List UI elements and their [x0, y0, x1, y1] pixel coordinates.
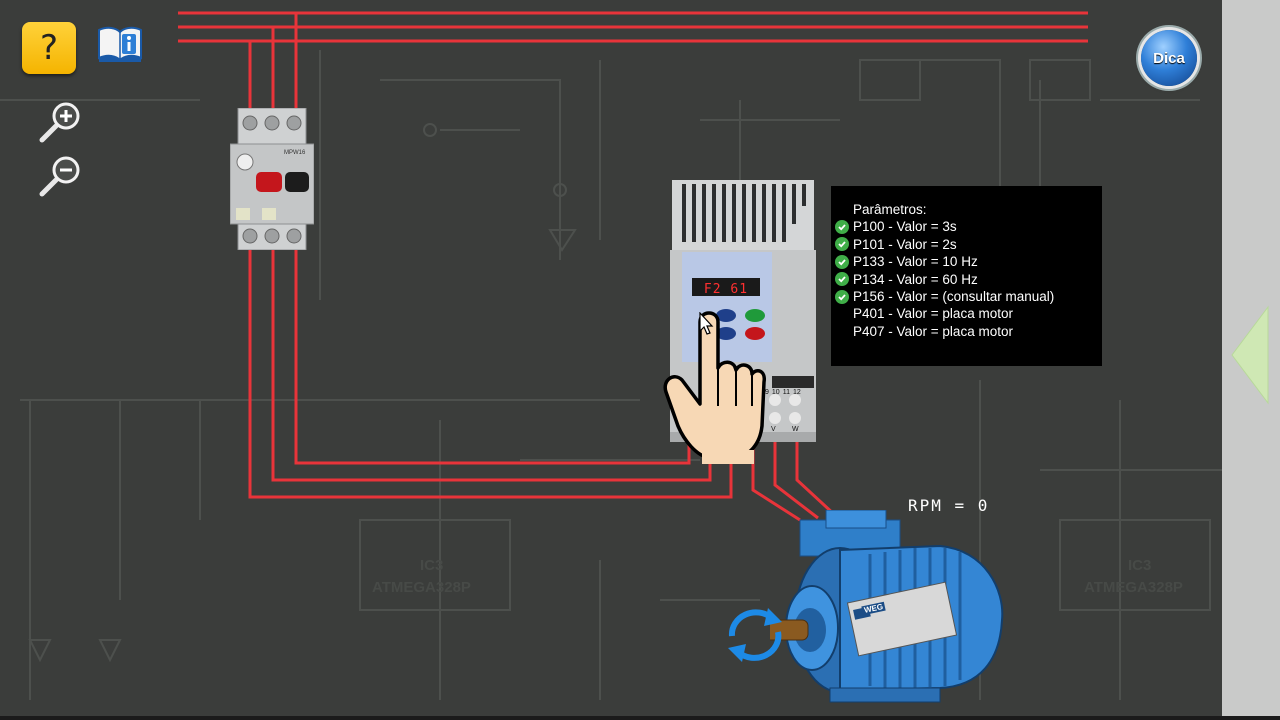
rpm-readout: RPM = 0 [908, 496, 990, 515]
terminal-11-label: 11 [782, 389, 790, 396]
svg-text:IC3: IC3 [420, 557, 443, 574]
parameter-item: P407 - Valor = placa motor [835, 323, 1102, 340]
help-button[interactable]: ? [22, 22, 76, 74]
side-navigation-panel [1222, 0, 1280, 720]
parameter-p134: P134 - Valor = 60 Hz [853, 271, 978, 287]
svg-text:ATMEGA328P: ATMEGA328P [372, 579, 471, 596]
check-icon [835, 272, 849, 287]
parameter-item: P134 - Valor = 60 Hz [835, 271, 1102, 288]
inverter-start-button[interactable] [745, 309, 765, 322]
parameter-p401: P401 - Valor = placa motor [853, 306, 1013, 322]
parameters-title: Parâmetros: [853, 202, 927, 217]
chevron-left-arrow-icon[interactable] [1230, 305, 1270, 405]
parameter-p133: P133 - Valor = 10 Hz [853, 254, 978, 270]
breaker-model-label: MPW16 [284, 150, 306, 156]
parameter-item: P156 - Valor = (consultar manual) [835, 288, 1102, 305]
electric-motor [770, 510, 1004, 703]
parameter-p100: P100 - Valor = 3s [853, 219, 957, 235]
parameter-item: P100 - Valor = 3s [835, 218, 1102, 235]
book-info-icon[interactable] [96, 24, 144, 64]
terminal-w-label: W [792, 426, 799, 433]
terminal-v-label: V [771, 426, 776, 433]
terminal-9-label: 9 [765, 389, 769, 396]
parameter-item: P401 - Valor = placa motor [835, 305, 1102, 322]
motor-breaker[interactable]: MPW16 [230, 108, 314, 250]
parameters-title-row: Parâmetros: [835, 201, 1102, 218]
terminal-12-label: 12 [792, 389, 801, 396]
parameter-p101: P101 - Valor = 2s [853, 236, 957, 252]
parameter-p407: P407 - Valor = placa motor [853, 323, 1013, 339]
wiring [178, 11, 1088, 522]
tip-button[interactable]: Dica [1141, 30, 1197, 86]
inverter-display-value: F2 61 [703, 281, 749, 297]
mouse-cursor-icon [699, 312, 714, 335]
parameter-item: P133 - Valor = 10 Hz [835, 253, 1102, 270]
check-icon [835, 220, 849, 235]
zoom-in-icon[interactable] [38, 100, 82, 144]
check-icon [835, 237, 849, 252]
parameters-panel: Parâmetros: P100 - Valor = 3s P101 - Val… [831, 186, 1102, 366]
svg-text:IC3: IC3 [1128, 557, 1151, 574]
rotation-icon [728, 608, 782, 662]
svg-text:ATMEGA328P: ATMEGA328P [1084, 579, 1183, 596]
parameter-item: P101 - Valor = 2s [835, 236, 1102, 253]
inverter-ok-button[interactable] [716, 327, 736, 340]
background-schematic: IC3 ATMEGA328P IC3 ATMEGA328P [0, 50, 1222, 700]
terminal-10-label: 10 [771, 389, 780, 396]
inverter-prog-button[interactable] [716, 309, 736, 322]
check-icon [835, 289, 849, 304]
zoom-out-icon[interactable] [38, 154, 82, 198]
parameter-p156: P156 - Valor = (consultar manual) [853, 288, 1055, 304]
simulation-canvas: IC3 ATMEGA328P IC3 ATMEGA328P [0, 11, 1222, 703]
inverter-control-terminals: 9 10 11 12 [765, 389, 801, 396]
inverter-stop-button[interactable] [745, 327, 765, 340]
inverter-display: F2 61 [692, 280, 760, 298]
tip-button-label: Dica [1153, 49, 1185, 67]
pointing-hand-icon [663, 311, 766, 464]
check-icon [835, 254, 849, 269]
bottom-border [0, 716, 1280, 720]
